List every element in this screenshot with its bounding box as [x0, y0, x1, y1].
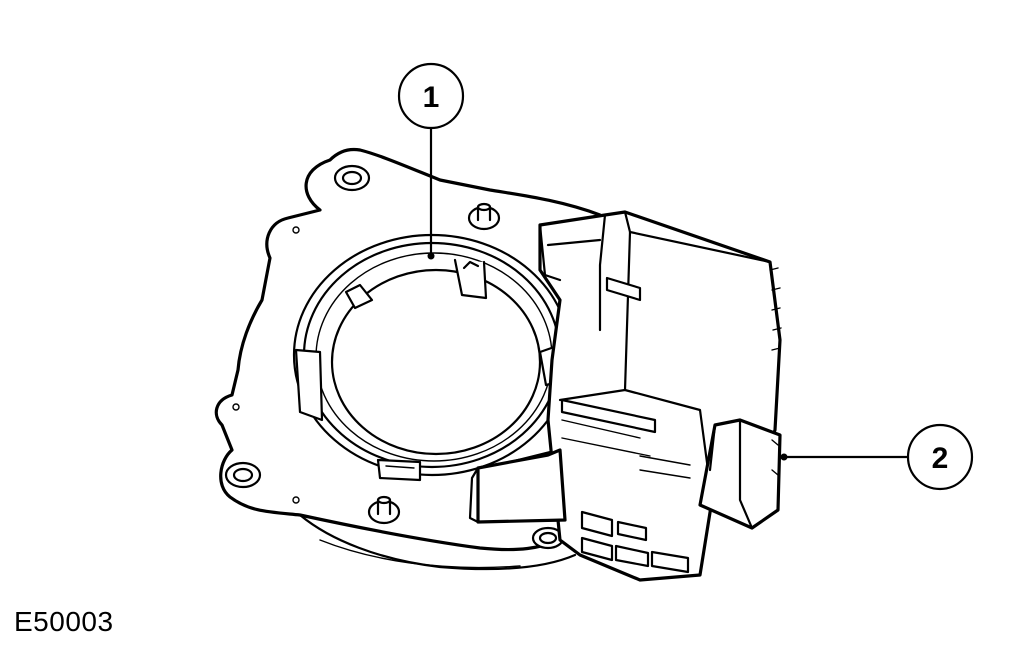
callout-1-number: 1: [423, 81, 440, 114]
mounting-hole-top-left: [333, 164, 371, 192]
flange-hole-dot: [232, 403, 240, 411]
callout-1: 1: [397, 62, 465, 260]
locating-pin-top: [467, 202, 501, 231]
figure-id: E50003: [14, 606, 114, 637]
callout-2-dot: [780, 453, 788, 461]
electrical-connector-plug: [698, 418, 782, 530]
callout-2-number: 2: [932, 442, 949, 475]
rotor-ring: [292, 233, 572, 482]
callout-2: 2: [780, 423, 974, 491]
callout-1-dot: [427, 252, 435, 260]
mounting-hole-bottom-left: [224, 461, 262, 489]
flange-hole-dot: [292, 496, 300, 504]
locating-pin-bottom: [367, 495, 401, 525]
flange-hole-dot: [292, 226, 300, 234]
flex-ribbon: [468, 448, 567, 524]
mounting-hole-bottom-right: [531, 526, 565, 550]
